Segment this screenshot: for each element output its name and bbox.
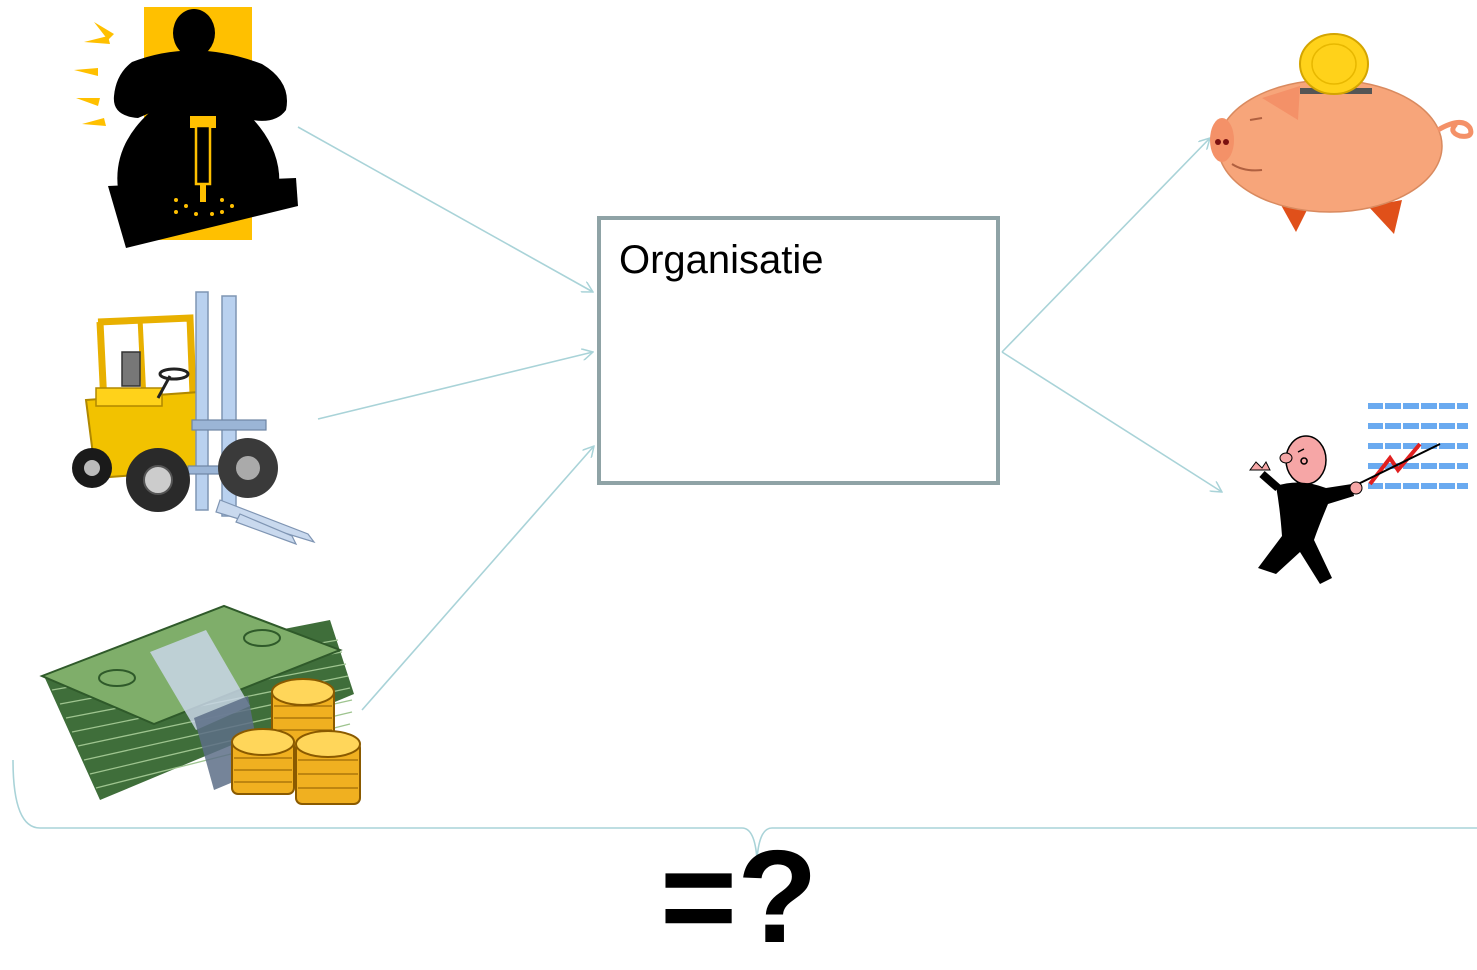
money-stack-coins-icon: [39, 604, 361, 805]
input-arrow-capital: [361, 446, 594, 711]
organisation-box: Organisatie: [597, 216, 1000, 485]
businessman-chart-icon: [1249, 398, 1468, 584]
worker-jackhammer-icon: [74, 7, 298, 248]
forklift-icon: [72, 291, 316, 546]
equals-question-label: =?: [660, 823, 818, 970]
piggy-bank-icon: [1210, 33, 1474, 234]
input-arrow-machinery: [317, 352, 593, 420]
output-arrow-growth: [1001, 351, 1222, 492]
input-arrow-labour: [297, 126, 593, 292]
sum-brace: [12, 759, 1477, 861]
output-arrow-profit: [1001, 138, 1210, 353]
organisation-label: Organisatie: [619, 238, 824, 282]
